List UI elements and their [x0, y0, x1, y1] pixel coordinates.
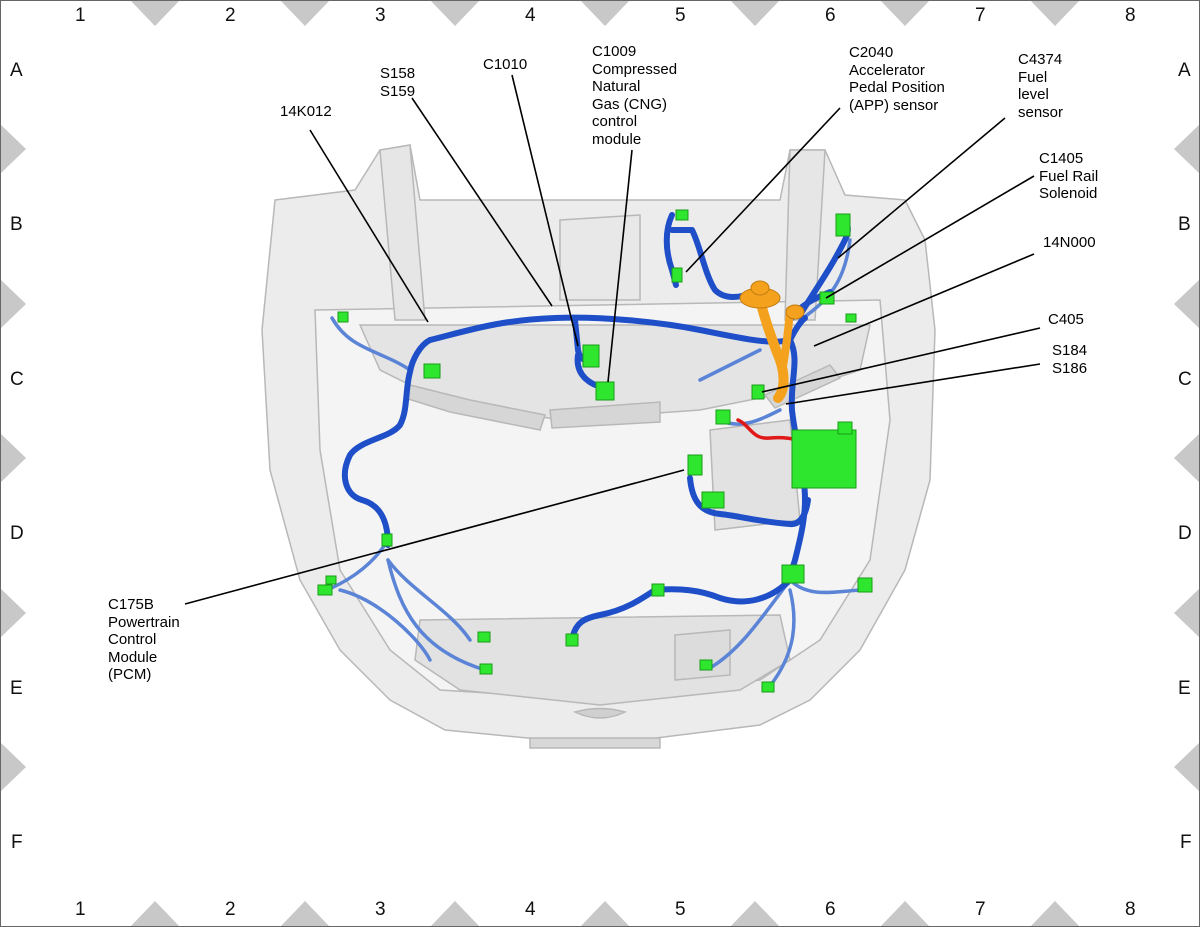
col-label-top-7: 7 [975, 5, 986, 26]
fuel-rail-fittings [739, 280, 805, 320]
cowl-panel [358, 324, 871, 421]
main-harness [341, 212, 851, 643]
col-label-top-1: 1 [75, 5, 86, 26]
leader-s158 [411, 97, 553, 307]
connector-c175b [687, 454, 703, 476]
row-label-left-d: D [10, 523, 24, 544]
callout-c405: C405 [1048, 311, 1084, 328]
connector-right-lower [781, 564, 805, 584]
battery-cable [736, 418, 800, 442]
connector-14k012-junction [423, 363, 441, 379]
col-label-bottom-8: 8 [1125, 899, 1136, 920]
col-label-bottom-5: 5 [675, 899, 686, 920]
leader-c175b [184, 469, 685, 605]
leader-c1405 [825, 175, 1035, 299]
strut-right [784, 149, 826, 321]
connector-left-upper [337, 311, 349, 323]
cowl-vent-center [549, 401, 661, 429]
row-label-left-a: A [10, 60, 23, 81]
col-label-bottom-3: 3 [375, 899, 386, 920]
col-label-bottom-2: 2 [225, 899, 236, 920]
pcm-module [791, 429, 857, 489]
connector-left-lower-b [325, 575, 337, 585]
leader-c1010 [511, 74, 579, 347]
row-label-right-a: A [1178, 60, 1191, 81]
connector-center-right [651, 583, 665, 597]
connector-right-bottom [761, 681, 775, 693]
lower-lip [529, 737, 661, 749]
connector-c2040-upper [675, 209, 689, 221]
connector-misc [699, 659, 713, 671]
strut-left [379, 144, 426, 321]
front-emblem [572, 707, 628, 719]
callout-c2040: C2040 Accelerator Pedal Position (APP) s… [849, 44, 945, 114]
branch-harnesses [320, 238, 867, 688]
callout-14n000: 14N000 [1043, 234, 1096, 251]
connector-left-lower-a [317, 584, 333, 596]
connector-pcm-lower [701, 491, 725, 509]
row-label-left-e: E [10, 678, 23, 699]
row-label-left-f: F [11, 832, 23, 853]
connectors [317, 209, 873, 693]
connector-relay-top [715, 409, 731, 425]
connector-center-bottom [565, 633, 579, 647]
col-label-top-3: 3 [375, 5, 386, 26]
connector-c2040 [671, 267, 683, 283]
leader-14k012 [309, 129, 429, 323]
leader-c4374 [837, 117, 1006, 259]
leader-c1009 [607, 149, 633, 383]
leader-14n000 [813, 253, 1035, 347]
leader-c2040 [685, 107, 841, 273]
connector-right-far [857, 577, 873, 593]
connector-c4374 [835, 213, 851, 237]
connector-left-bottom-a [477, 631, 491, 643]
col-label-bottom-6: 6 [825, 899, 836, 920]
leader-s184 [785, 363, 1041, 405]
row-label-right-d: D [1178, 523, 1192, 544]
row-label-left-b: B [10, 214, 23, 235]
callout-s158-s159: S158 S159 [380, 65, 416, 100]
callout-c1405: C1405 Fuel Rail Solenoid [1039, 150, 1099, 202]
leader-c405 [761, 327, 1041, 393]
connector-c1010 [582, 344, 600, 368]
upper-bracket [559, 214, 641, 301]
callout-c1009: C1009 Compressed Natural Gas (CNG) contr… [592, 43, 678, 148]
col-label-bottom-4: 4 [525, 899, 536, 920]
callout-14k012: 14K012 [280, 103, 332, 120]
col-label-top-5: 5 [675, 5, 686, 26]
intake-box [674, 629, 731, 681]
col-label-top-8: 8 [1125, 5, 1136, 26]
col-label-bottom-7: 7 [975, 899, 986, 920]
row-label-right-c: C [1178, 369, 1192, 390]
callout-c4374: C4374 Fuel level sensor [1018, 51, 1064, 121]
col-label-bottom-1: 1 [75, 899, 86, 920]
connector-c1009 [595, 381, 615, 401]
pcm-module-tab [837, 421, 853, 435]
callout-c1010: C1010 [483, 56, 528, 73]
connector-left-bottom-b [479, 663, 493, 675]
row-label-right-e: E [1178, 678, 1191, 699]
col-label-top-6: 6 [825, 5, 836, 26]
connector-left-mid [381, 533, 393, 547]
row-label-right-f: F [1180, 832, 1192, 853]
row-label-left-c: C [10, 369, 24, 390]
row-label-right-b: B [1178, 214, 1191, 235]
connector-right-edge [845, 313, 857, 323]
callout-c175b-pcm: C175B Powertrain Control Module (PCM) [108, 596, 180, 683]
col-label-top-2: 2 [225, 5, 236, 26]
leader-lines [184, 74, 1041, 605]
callout-s184-s186: S184 S186 [1052, 342, 1088, 377]
col-label-top-4: 4 [525, 5, 536, 26]
